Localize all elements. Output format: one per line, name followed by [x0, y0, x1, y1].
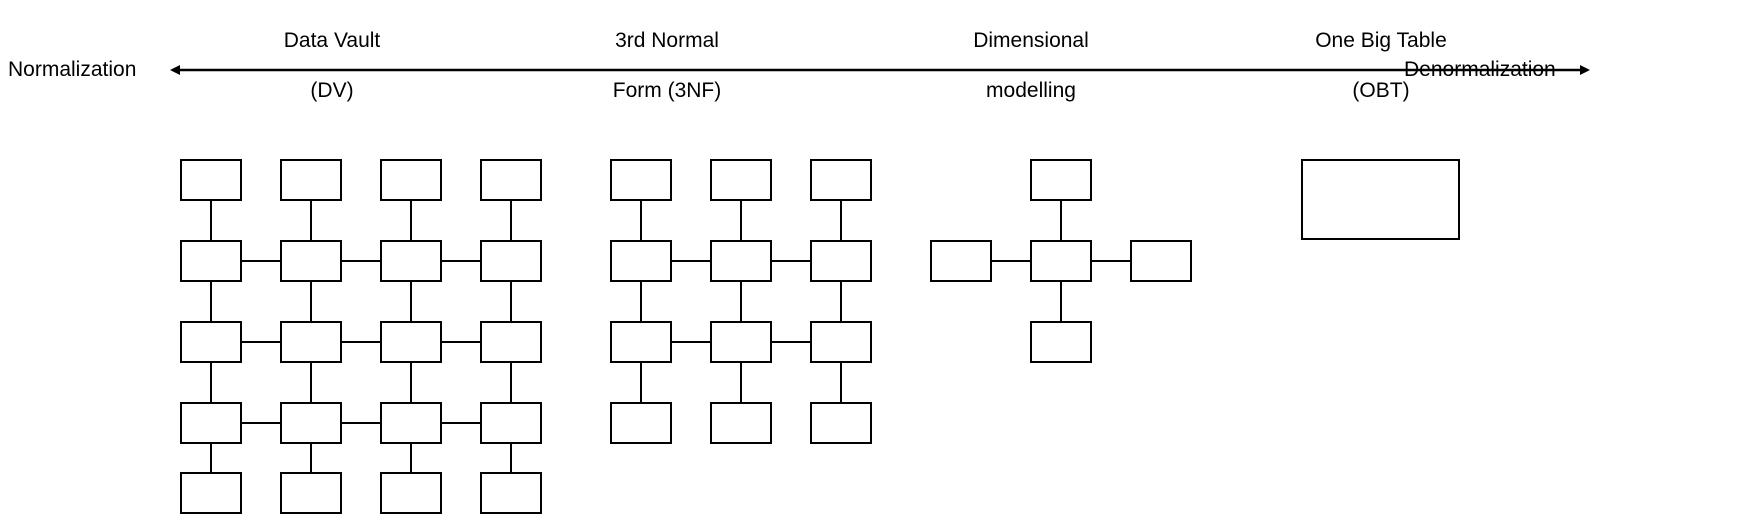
data-vault-node[interactable] — [280, 240, 342, 282]
third-normal-form-node[interactable] — [710, 402, 772, 444]
data-vault-node[interactable] — [280, 321, 342, 363]
dimensional-modelling-satellite-node[interactable] — [1030, 321, 1092, 363]
third-normal-form-vlink — [640, 201, 642, 240]
third-normal-form-vlink — [840, 201, 842, 240]
dimensional-modelling-satellite-node[interactable] — [930, 240, 992, 282]
data-vault-hlink — [342, 422, 380, 424]
data-vault-vlink — [410, 444, 412, 472]
column-caption-line2: modelling — [986, 79, 1076, 102]
data-vault-node[interactable] — [180, 159, 242, 201]
data-vault-node[interactable] — [380, 402, 442, 444]
third-normal-form-vlink — [640, 282, 642, 321]
third-normal-form-node[interactable] — [710, 321, 772, 363]
column-caption-dimensional-modelling: Dimensional modelling — [911, 3, 1151, 128]
third-normal-form-vlink — [740, 363, 742, 402]
data-vault-node[interactable] — [480, 472, 542, 514]
data-vault-node[interactable] — [480, 402, 542, 444]
column-caption-line1: Data Vault — [283, 29, 381, 52]
data-vault-node[interactable] — [180, 402, 242, 444]
data-vault-node[interactable] — [280, 402, 342, 444]
dimensional-modelling-link — [992, 260, 1030, 262]
data-vault-vlink — [410, 363, 412, 402]
third-normal-form-hlink — [772, 260, 810, 262]
data-vault-node[interactable] — [180, 321, 242, 363]
column-caption-line1: Dimensional — [973, 29, 1089, 52]
third-normal-form-node[interactable] — [810, 321, 872, 363]
column-caption-one-big-table: One Big Table (OBT) — [1261, 3, 1501, 128]
third-normal-form-vlink — [640, 363, 642, 402]
data-vault-node[interactable] — [280, 472, 342, 514]
data-vault-node[interactable] — [380, 240, 442, 282]
column-caption-line1: 3rd Normal — [615, 29, 719, 52]
dimensional-modelling-satellite-node[interactable] — [1130, 240, 1192, 282]
data-vault-vlink — [310, 282, 312, 321]
third-normal-form-node[interactable] — [810, 159, 872, 201]
data-vault-hlink — [242, 260, 280, 262]
data-vault-vlink — [510, 444, 512, 472]
third-normal-form-vlink — [840, 363, 842, 402]
data-vault-node[interactable] — [480, 321, 542, 363]
data-vault-hlink — [342, 260, 380, 262]
data-vault-vlink — [210, 201, 212, 240]
axis-label-normalization: Normalization — [8, 58, 137, 81]
data-vault-vlink — [410, 201, 412, 240]
column-caption-line2: Form (3NF) — [612, 79, 722, 102]
third-normal-form-node[interactable] — [610, 321, 672, 363]
third-normal-form-node[interactable] — [810, 402, 872, 444]
third-normal-form-node[interactable] — [610, 402, 672, 444]
data-vault-node[interactable] — [380, 159, 442, 201]
data-vault-node[interactable] — [380, 321, 442, 363]
data-vault-vlink — [210, 282, 212, 321]
third-normal-form-vlink — [840, 282, 842, 321]
dimensional-modelling-satellite-node[interactable] — [1030, 159, 1092, 201]
third-normal-form-hlink — [672, 341, 710, 343]
column-caption-line2: (DV) — [310, 79, 354, 102]
data-vault-node[interactable] — [480, 159, 542, 201]
one-big-table-node[interactable] — [1301, 159, 1460, 240]
data-vault-vlink — [510, 363, 512, 402]
data-vault-vlink — [310, 363, 312, 402]
column-caption-line2: (OBT) — [1352, 79, 1410, 102]
third-normal-form-node[interactable] — [610, 240, 672, 282]
data-vault-node[interactable] — [380, 472, 442, 514]
column-caption-data-vault: Data Vault (DV) — [212, 3, 452, 128]
data-vault-hlink — [242, 422, 280, 424]
data-vault-hlink — [242, 341, 280, 343]
third-normal-form-node[interactable] — [710, 159, 772, 201]
third-normal-form-node[interactable] — [610, 159, 672, 201]
data-vault-hlink — [342, 341, 380, 343]
data-vault-vlink — [210, 444, 212, 472]
data-vault-node[interactable] — [180, 240, 242, 282]
dimensional-modelling-link — [1092, 260, 1130, 262]
data-vault-vlink — [310, 444, 312, 472]
third-normal-form-vlink — [740, 282, 742, 321]
column-caption-line1: One Big Table — [1315, 29, 1447, 52]
third-normal-form-node[interactable] — [710, 240, 772, 282]
data-vault-node[interactable] — [280, 159, 342, 201]
data-vault-vlink — [510, 201, 512, 240]
third-normal-form-vlink — [740, 201, 742, 240]
third-normal-form-hlink — [672, 260, 710, 262]
third-normal-form-node[interactable] — [810, 240, 872, 282]
data-vault-hlink — [442, 422, 480, 424]
column-caption-third-normal-form: 3rd Normal Form (3NF) — [547, 3, 787, 128]
dimensional-modelling-link — [1060, 282, 1062, 321]
dimensional-modelling-fact-node[interactable] — [1030, 240, 1092, 282]
data-vault-vlink — [210, 363, 212, 402]
third-normal-form-hlink — [772, 341, 810, 343]
data-vault-vlink — [310, 201, 312, 240]
dimensional-modelling-link — [1060, 201, 1062, 240]
data-vault-vlink — [510, 282, 512, 321]
data-vault-hlink — [442, 260, 480, 262]
data-vault-hlink — [442, 341, 480, 343]
data-vault-node[interactable] — [480, 240, 542, 282]
data-vault-node[interactable] — [180, 472, 242, 514]
data-vault-vlink — [410, 282, 412, 321]
